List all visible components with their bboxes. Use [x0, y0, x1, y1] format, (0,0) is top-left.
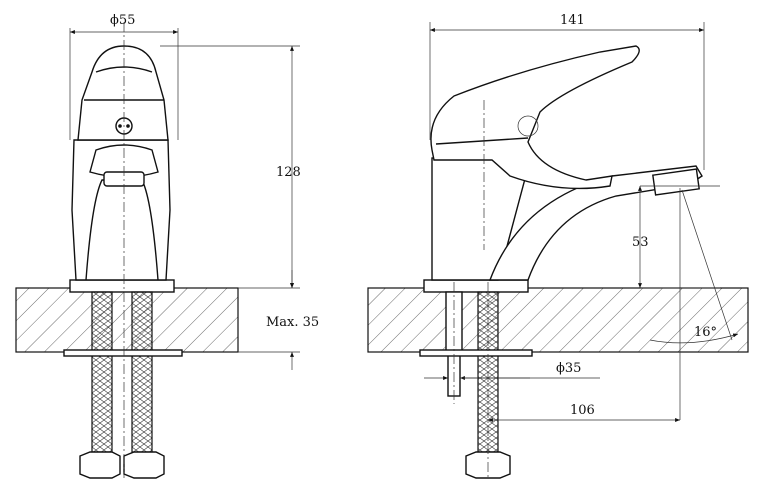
dim-width: 141: [560, 13, 585, 28]
dim-height: 128: [276, 165, 301, 180]
front-hose-left: [91, 291, 113, 453]
side-countertop: [367, 287, 749, 353]
side-dimensions: 141 53 16° ϕ35 106: [424, 13, 739, 422]
side-view: [367, 45, 749, 479]
front-dimensions: ϕ55 128 Max. 35: [69, 13, 319, 370]
front-view: [15, 22, 239, 479]
front-countertop: [15, 287, 239, 353]
dim-angle: 16°: [694, 325, 717, 340]
dim-diameter-shank: ϕ35: [556, 361, 581, 376]
dim-spout-height: 53: [632, 235, 649, 250]
dim-max-deck: Max. 35: [266, 315, 319, 330]
dim-reach: 106: [570, 403, 595, 418]
dim-diameter-top: ϕ55: [110, 13, 135, 28]
front-hose-right: [131, 291, 153, 453]
side-handle: [430, 45, 640, 190]
